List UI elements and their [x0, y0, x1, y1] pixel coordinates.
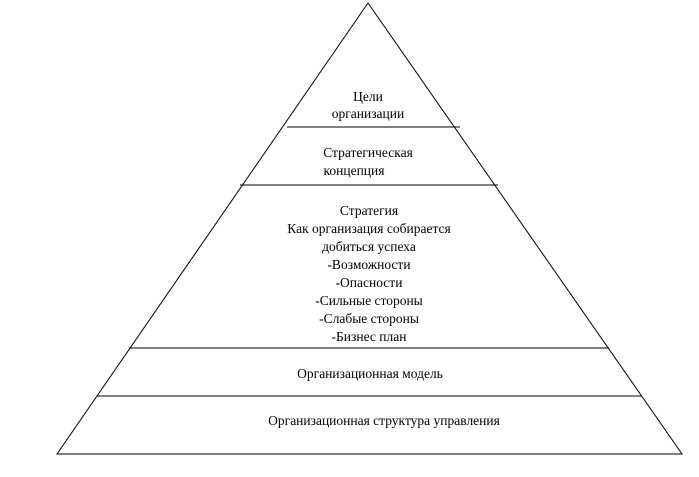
level-text-line: -Сильные стороны	[315, 293, 423, 308]
level-text-line: Организационная модель	[297, 366, 443, 381]
level-text-line: -Бизнес план	[332, 329, 407, 344]
level-text-line: -Опасности	[336, 275, 403, 290]
level-text-line: Стратегия	[340, 203, 398, 218]
level-text-line: Стратегическая	[323, 145, 413, 160]
level-management-structure: Организационная структура управления	[268, 413, 500, 428]
pyramid-outline	[56, 2, 683, 455]
level-strategy: Стратегия Как организация собирается доб…	[287, 203, 450, 344]
level-text-line: Как организация собирается	[287, 221, 450, 236]
level-text-line: концепция	[324, 163, 385, 178]
level-text-line: -Возможности	[327, 257, 410, 272]
level-strategic-concept: Стратегическая концепция	[323, 145, 413, 178]
level-text-line: добиться успеха	[322, 239, 416, 254]
level-organization-goals: Цели организации	[332, 89, 404, 121]
level-text-line: -Слабые стороны	[319, 311, 419, 326]
level-text-line: организации	[332, 106, 404, 121]
level-text-line: Организационная структура управления	[268, 413, 500, 428]
level-organizational-model: Организационная модель	[297, 366, 443, 381]
level-text-line: Цели	[353, 89, 383, 104]
